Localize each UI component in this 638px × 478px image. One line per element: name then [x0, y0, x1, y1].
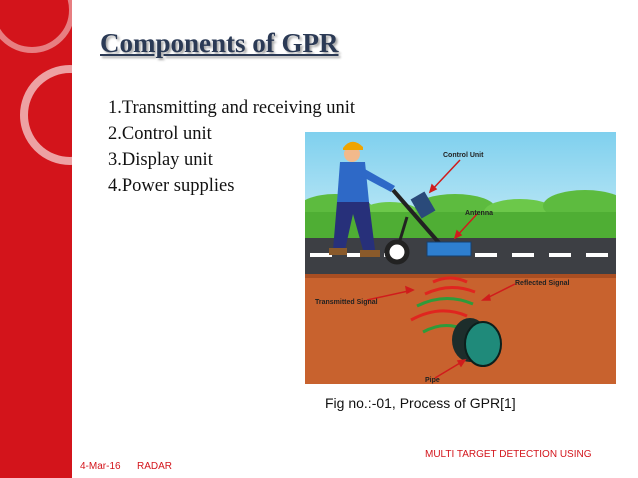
list-item: 3.Display unit [108, 150, 213, 170]
pipe [452, 318, 502, 367]
components-list: 1.Transmitting and receiving unit 2.Cont… [108, 95, 355, 199]
label-transmitted-signal: Transmitted Signal [315, 299, 378, 306]
slide-title: Components of GPR [100, 28, 339, 58]
left-decorative-band [0, 0, 120, 478]
footer-date: 4-Mar-16 [80, 461, 121, 472]
operator-figure [329, 141, 395, 257]
footer-project-title: MULTI TARGET DETECTION USING [425, 449, 592, 460]
signal-waves [410, 276, 476, 334]
decorative-circles [0, 0, 120, 165]
list-item: 4.Power supplies [108, 176, 235, 196]
gpr-cart [384, 188, 472, 265]
list-item: 1.Transmitting and receiving unit [108, 98, 355, 118]
figure-caption: Fig no.:-01, Process of GPR[1] [325, 395, 516, 411]
list-item: 2.Control unit [108, 124, 212, 144]
label-pipe: Pipe [425, 377, 440, 384]
label-control-unit: Control Unit [443, 152, 484, 159]
label-reflected-signal: Reflected Signal [515, 280, 570, 287]
label-antenna: Antenna [465, 210, 493, 217]
annotation-arrows [366, 159, 516, 379]
gpr-process-figure: Control Unit Antenna Reflected Signal Tr… [305, 132, 616, 384]
footer-label: RADAR [137, 461, 173, 472]
